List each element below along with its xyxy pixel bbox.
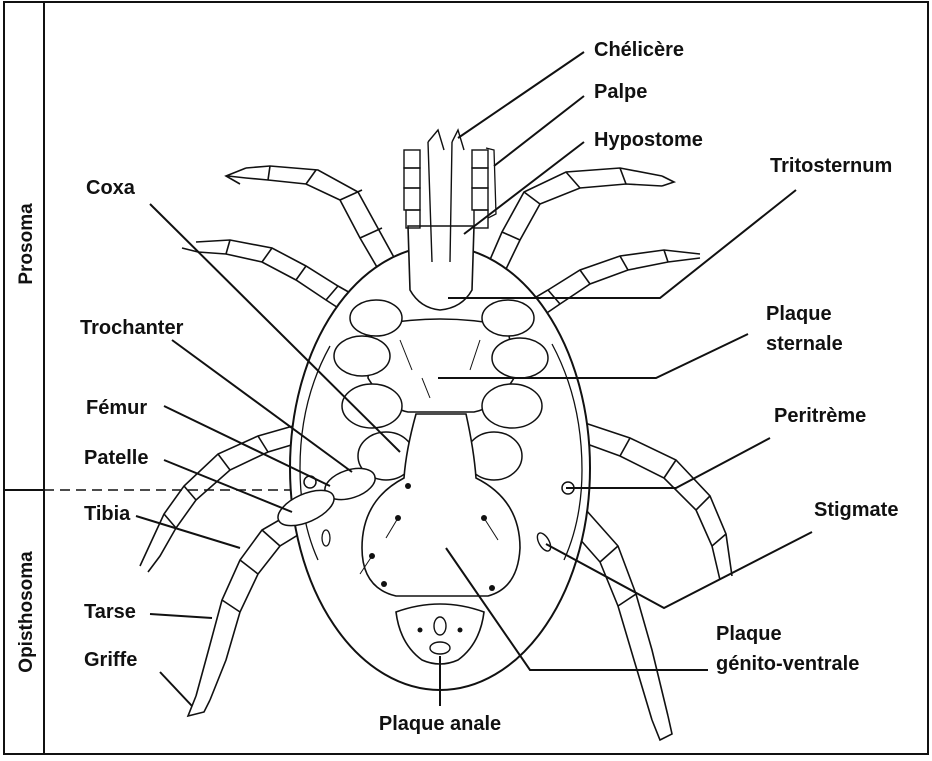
- label-plaque-genito-line1: Plaque: [716, 623, 782, 645]
- coxa-right-3: [482, 384, 542, 428]
- coxa-right-1: [482, 300, 534, 336]
- label-peritreme: Peritrème: [774, 405, 866, 427]
- label-plaque-anale: Plaque anale: [379, 713, 501, 735]
- coxa-right-2: [492, 338, 548, 378]
- label-patelle: Patelle: [84, 447, 148, 469]
- genital-bristle-socket: [489, 585, 495, 591]
- label-griffe: Griffe: [84, 649, 137, 671]
- anal-opening: [434, 617, 446, 635]
- label-trochanter: Trochanter: [80, 317, 184, 339]
- label-plaque-sternale-line2: sternale: [766, 333, 843, 355]
- anal-bristle-socket: [458, 628, 463, 633]
- label-hypostome: Hypostome: [594, 129, 703, 151]
- label-plaque-sternale-line1: Plaque: [766, 303, 832, 325]
- coxa-left-3: [342, 384, 402, 428]
- region-label-opisthosoma: Opisthosoma: [16, 551, 37, 673]
- label-chelicere: Chélicère: [594, 39, 684, 61]
- anal-valve: [430, 642, 450, 654]
- label-tibia: Tibia: [84, 503, 131, 525]
- label-femur: Fémur: [86, 397, 147, 419]
- label-coxa: Coxa: [86, 177, 136, 199]
- region-label-prosoma: Prosoma: [16, 203, 37, 285]
- label-tritosternum: Tritosternum: [770, 155, 892, 177]
- genital-bristle-socket: [381, 581, 387, 587]
- body-slit-left: [322, 530, 330, 546]
- anal-bristle-socket: [418, 628, 423, 633]
- coxa-left-1: [350, 300, 402, 336]
- label-tarse: Tarse: [84, 601, 136, 623]
- coxa-left-2: [334, 336, 390, 376]
- label-plaque-genito-line2: génito-ventrale: [716, 653, 859, 675]
- label-palpe: Palpe: [594, 81, 647, 103]
- genital-bristle-socket: [405, 483, 411, 489]
- label-stigmate: Stigmate: [814, 499, 898, 521]
